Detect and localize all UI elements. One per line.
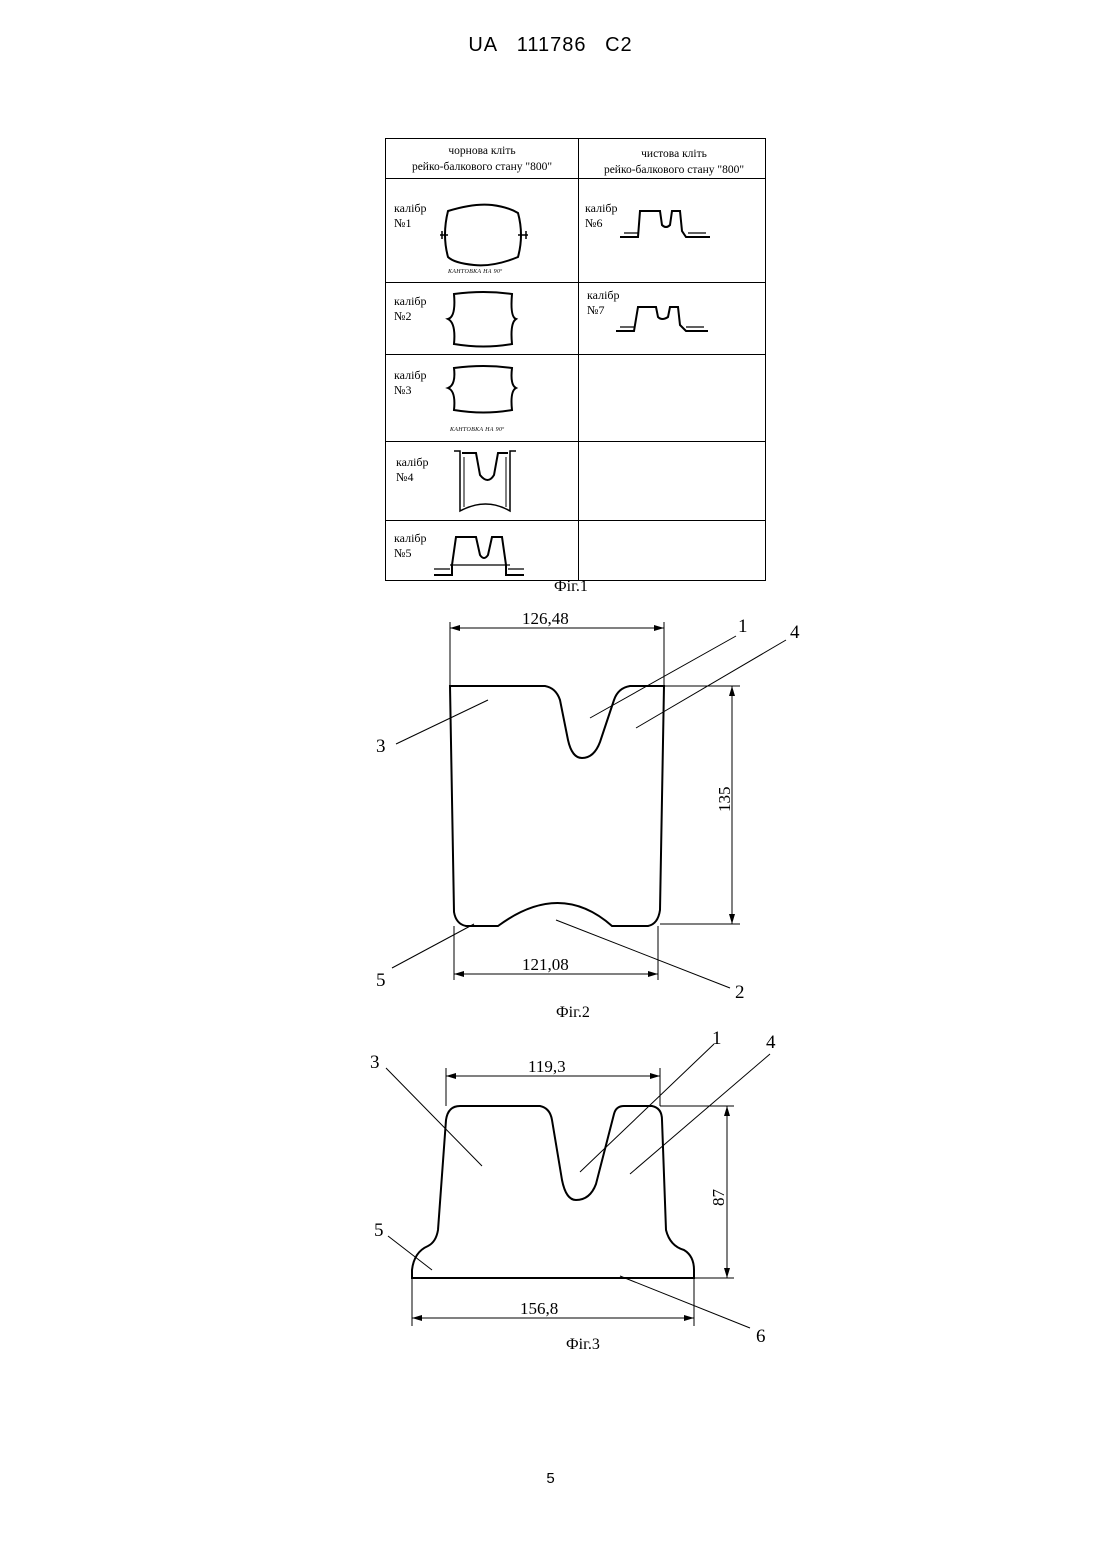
fig3-label-6: 6	[756, 1326, 766, 1347]
fig3-label-1: 1	[712, 1028, 722, 1049]
fig2-dim-height: 135	[715, 787, 734, 813]
fig3-label-3: 3	[370, 1052, 380, 1073]
fig3-label-5: 5	[374, 1220, 384, 1241]
fig2-label-3: 3	[376, 736, 386, 757]
page-number: 5	[0, 1470, 1101, 1487]
fig3-profile-outline	[412, 1106, 694, 1278]
fig2-label-5: 5	[376, 970, 386, 991]
fig2-label-4: 4	[790, 622, 800, 643]
fig2-label-2: 2	[735, 982, 745, 1003]
fig3-caption: Фіг.3	[566, 1336, 600, 1354]
fig2-profile-outline	[450, 686, 664, 926]
fig3-dim-bottom: 156,8	[520, 1299, 558, 1318]
fig2-dim-top: 126,48	[522, 609, 569, 628]
fig3-dim-height: 87	[709, 1189, 728, 1207]
fig2-caption: Фіг.2	[556, 1004, 590, 1022]
fig2-dim-bottom: 121,08	[522, 955, 569, 974]
fig2-label-1: 1	[738, 616, 748, 637]
fig3-dim-top: 119,3	[528, 1057, 566, 1076]
fig3-label-4: 4	[766, 1032, 776, 1053]
